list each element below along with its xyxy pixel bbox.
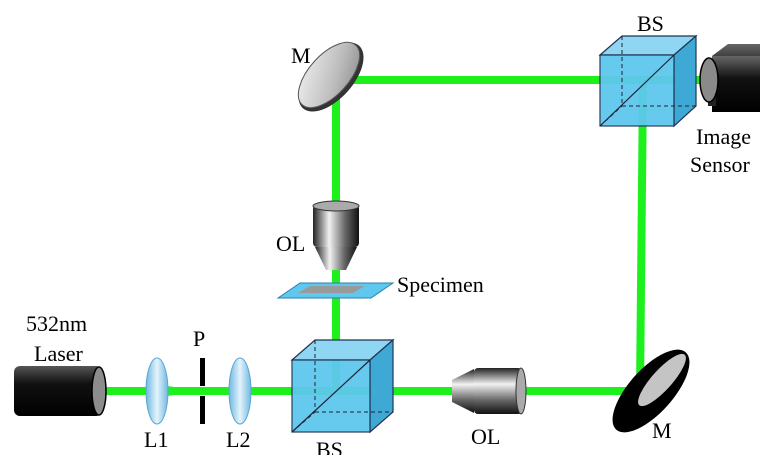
pinhole-aperture (200, 358, 205, 424)
laser-source (14, 366, 107, 416)
image-sensor-label-line2: Sensor (690, 152, 751, 177)
mirror-top-label: M (291, 43, 311, 68)
objective-lens-top (312, 200, 360, 270)
beam-splitter-bottom-label: BS (316, 437, 343, 455)
pinhole-label: P (193, 326, 205, 351)
specimen-slide (276, 282, 395, 299)
laser-label: Laser (34, 341, 84, 366)
laser-wavelength-label: 532nm (26, 311, 87, 336)
image-sensor-label-line1: Image (696, 124, 751, 149)
beam-splitter-top-label: BS (637, 11, 664, 36)
lens-l1 (145, 357, 169, 425)
lens-l2 (228, 357, 252, 425)
specimen-label: Specimen (397, 272, 484, 297)
beam-focus-cone (160, 385, 246, 397)
objective-top-label: OL (276, 231, 305, 256)
lens-l2-label: L2 (226, 427, 250, 452)
lens-l1-label: L1 (144, 427, 168, 452)
reference-arm-beam-up (636, 79, 647, 392)
mirror-bottom (612, 349, 690, 433)
beam-splitter-top (598, 34, 698, 128)
mirror-top (297, 41, 364, 112)
beam-splitter-bottom (290, 338, 395, 434)
image-sensor-camera (699, 44, 760, 112)
mirror-bottom-label: M (652, 418, 672, 443)
objective-bottom-label: OL (471, 424, 500, 449)
objective-lens-bottom (452, 367, 527, 415)
